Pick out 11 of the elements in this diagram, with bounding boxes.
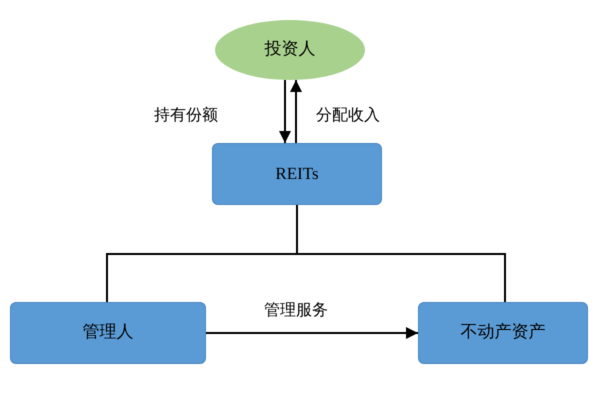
process-box (10, 302, 206, 364)
connector-line (296, 205, 506, 302)
arrow (279, 80, 291, 143)
arrow (290, 80, 302, 143)
node-text: REITs (275, 163, 319, 186)
node-text: 管理人 (82, 321, 134, 344)
process-box (212, 143, 382, 205)
arrow (206, 327, 418, 339)
process-box (418, 302, 588, 364)
node-text: 不动产资产 (460, 321, 546, 344)
node-text: 投资人 (264, 38, 316, 62)
